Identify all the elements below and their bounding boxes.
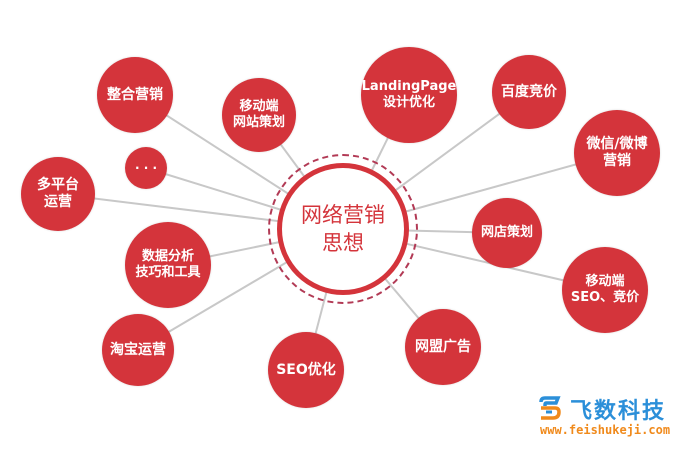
topic-node: 网店策划 bbox=[472, 198, 542, 268]
topic-node: 移动端 网站策划 bbox=[222, 78, 296, 152]
topic-node: 多平台 运营 bbox=[21, 157, 95, 231]
topic-node: 数据分析 技巧和工具 bbox=[125, 222, 211, 308]
brand-logo-icon bbox=[539, 396, 561, 420]
hub-label: 网络营销 思想 bbox=[301, 202, 385, 255]
topic-node-label: 整合营销 bbox=[107, 86, 163, 103]
brand-name: 飞数科技 bbox=[570, 399, 667, 424]
topic-node-label: 网店策划 bbox=[480, 225, 533, 241]
topic-node-label: SEO优化 bbox=[276, 361, 336, 378]
topic-node: LandingPage 设计优化 bbox=[361, 47, 457, 143]
topic-node-label: · · · bbox=[134, 160, 158, 175]
topic-node: 整合营销 bbox=[97, 57, 173, 133]
topic-node-label: 数据分析 技巧和工具 bbox=[135, 249, 201, 280]
topic-node-label: LandingPage 设计优化 bbox=[361, 79, 457, 110]
hub-dashed-ring bbox=[268, 154, 418, 304]
topic-node-label: 多平台 运营 bbox=[37, 177, 79, 210]
central-hub-node: 网络营销 思想 bbox=[277, 163, 409, 295]
topic-node: 淘宝运营 bbox=[102, 314, 174, 386]
brand-watermark: 飞数科技 www.feishukeji.com bbox=[538, 393, 688, 441]
topic-node-label: 微信/微博 营销 bbox=[586, 136, 648, 169]
topic-node: 百度竞价 bbox=[492, 55, 566, 129]
topic-node-label: 网盟广告 bbox=[415, 338, 471, 355]
topic-node-label: 百度竞价 bbox=[501, 83, 557, 100]
topic-node: 移动端 SEO、竞价 bbox=[562, 247, 648, 333]
topic-node-label: 移动端 网站策划 bbox=[232, 99, 285, 130]
brand-url: www.feishukeji.com bbox=[540, 423, 671, 437]
topic-node-label: 淘宝运营 bbox=[110, 341, 166, 358]
topic-node: SEO优化 bbox=[268, 332, 344, 408]
topic-node: 网盟广告 bbox=[405, 309, 481, 385]
topic-node-label: 移动端 SEO、竞价 bbox=[570, 274, 640, 305]
topic-node: · · · bbox=[125, 147, 167, 189]
topic-node: 微信/微博 营销 bbox=[574, 110, 660, 196]
